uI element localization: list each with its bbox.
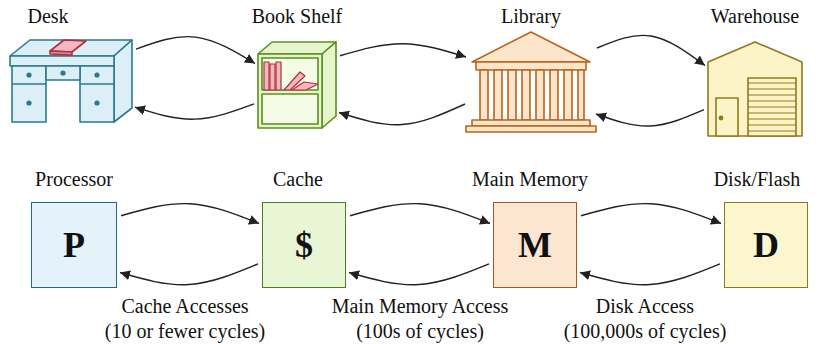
picture-node: Warehouse [708, 42, 802, 136]
arrow-connector [581, 204, 721, 224]
warehouse-illustration [708, 42, 802, 136]
level-name: Main Memory [472, 168, 588, 190]
level-name: Book Shelf [252, 5, 343, 27]
level-symbol: D [753, 225, 779, 265]
picture-node: Book Shelf [258, 42, 336, 128]
arrow-connector [121, 204, 259, 224]
arrow-connector [350, 204, 490, 224]
access-label: Cache Accesses [121, 295, 248, 317]
arrow-connector [597, 35, 705, 65]
picture-node: Library [469, 32, 593, 132]
arrow-connector [580, 264, 720, 285]
arrow-connector [596, 110, 704, 126]
arrow-connector [339, 104, 465, 125]
access-label: Disk Access [596, 295, 694, 317]
arrow-connector [120, 264, 258, 285]
library-illustration [466, 32, 596, 132]
level-name: Warehouse [711, 5, 799, 27]
level-symbol: M [518, 225, 552, 265]
arrow-connector [340, 44, 466, 57]
hierarchy-box: ProcessorP [31, 202, 117, 288]
level-name: Processor [35, 168, 113, 190]
arrow-connector [349, 264, 489, 285]
desk-illustration [10, 40, 132, 122]
hierarchy-box: Cache$ [262, 202, 346, 288]
level-name: Cache [273, 168, 323, 190]
latency-note: (100,000s of cycles) [564, 320, 727, 342]
access-label: Main Memory Access [332, 295, 509, 317]
latency-note: (100s of cycles) [356, 320, 484, 342]
bookshelf-illustration [258, 42, 336, 128]
level-symbol: $ [295, 225, 313, 265]
latency-note: (10 or fewer cycles) [105, 320, 265, 342]
level-name: Disk/Flash [714, 168, 801, 190]
hierarchy-box: Main MemoryM [493, 202, 577, 288]
level-name: Desk [27, 5, 68, 27]
level-name: Library [501, 5, 561, 27]
picture-node: Desk [10, 35, 132, 123]
level-symbol: P [63, 225, 85, 265]
arrow-connector [136, 37, 255, 64]
arrow-connector [135, 104, 254, 119]
hierarchy-box: Disk/FlashD [724, 202, 808, 288]
